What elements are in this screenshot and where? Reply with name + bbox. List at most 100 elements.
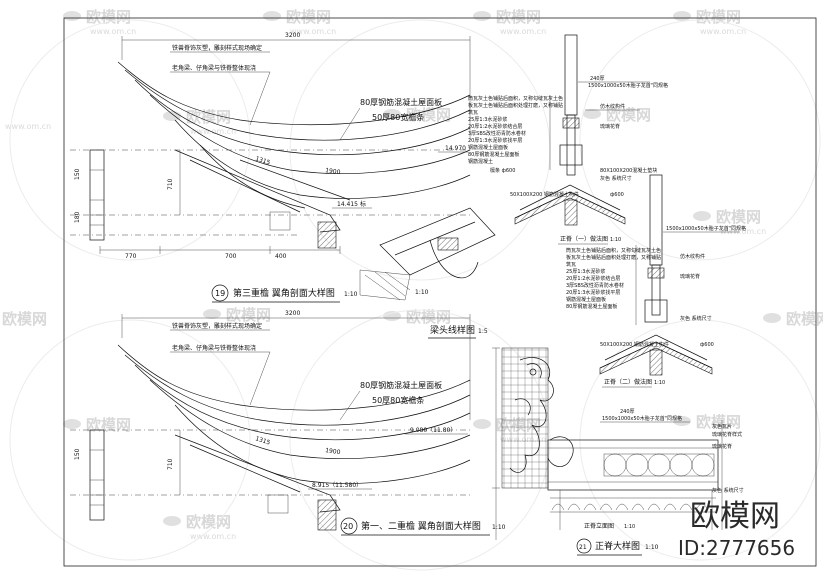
watermark-tile: 欧模网 www.om.cn (163, 513, 236, 541)
svg-text:400: 400 (275, 253, 287, 260)
svg-text:1:10: 1:10 (344, 291, 358, 298)
section-21-title: 正脊大样图 (595, 540, 640, 552)
svg-text:150: 150 (74, 168, 81, 180)
watermark-tile: 欧模网 (63, 416, 131, 434)
svg-text:板瓦灰土色铺贴后面积处理打磨，又称铺贴: 板瓦灰土色铺贴后面积处理打磨，又称铺贴 (566, 254, 661, 261)
dragon-ornament-icon (509, 357, 574, 473)
tile-grid-panel (501, 347, 549, 489)
svg-text:钢筋混凝土屋面板: 钢筋混凝土屋面板 (468, 144, 508, 151)
svg-text:25厚1:3水泥砂浆: 25厚1:3水泥砂浆 (566, 268, 605, 275)
title-circle-20 (340, 517, 358, 535)
note-corner-beam: 老角梁、仔角梁与铁脊整体现浇 (172, 344, 256, 352)
ridge-detail-2-title: 正脊（二）做法图 (604, 378, 652, 386)
svg-text:240厚: 240厚 (620, 409, 635, 415)
svg-text:灰色瓦片: 灰色瓦片 (712, 423, 732, 430)
svg-text:琉璃花脊: 琉璃花脊 (712, 443, 732, 450)
svg-text:筑瓦: 筑瓦 (468, 109, 478, 116)
section-21-drawing: 240厚 1500x1000x50木胎子龙首"同规格 灰色瓦片 琉璃花脊样式 琉… (492, 347, 744, 556)
beam-detail-drawing: 1:10 梁头线样图 1:5 (359, 207, 496, 339)
ridge-mid-left-labels: 筒瓦灰土色铺贴后面积，又称勾缝瓦灰土色 板瓦灰土色铺贴后面积处理打磨，又称铺贴 … (566, 245, 661, 325)
svg-text:80X100X200混凝土垫块: 80X100X200混凝土垫块 (600, 167, 657, 174)
svg-text:ф600: ф600 (610, 192, 624, 198)
svg-text:欧模网: 欧模网 (186, 513, 231, 531)
svg-text:1:5: 1:5 (478, 328, 488, 335)
section-21-right-labels: 灰色瓦片 琉璃花脊样式 琉璃花脊 灰色 系统尺寸 (712, 423, 744, 494)
section-20-drawing: 3200 710 150 铁兽脊饰灰塑，雕刻样式现场确定 老角梁、仔角梁与铁脊整… (70, 310, 506, 536)
svg-text:20: 20 (343, 522, 353, 531)
watermark-tile: 欧模网 www.om.cn (263, 8, 336, 36)
svg-text:www.om.cn: www.om.cn (290, 27, 336, 36)
svg-text:1:10: 1:10 (492, 524, 506, 531)
svg-text:80厚钢筋混凝土屋面板: 80厚钢筋混凝土屋面板 (468, 151, 519, 158)
elevation-9080: 9.080（11.80） (410, 427, 456, 434)
svg-text:琉璃花脊样式: 琉璃花脊样式 (712, 431, 742, 438)
watermark-tile: 欧模网 (203, 306, 271, 324)
svg-text:1:10: 1:10 (415, 289, 429, 296)
svg-text:筑瓦: 筑瓦 (566, 261, 576, 268)
ridge-tile-arcs (550, 490, 716, 530)
watermark-tile: 欧模网 (383, 308, 451, 326)
svg-text:www.om.cn: www.om.cn (90, 27, 136, 36)
svg-text:1500x1000x50木胎子龙首"同规格: 1500x1000x50木胎子龙首"同规格 (602, 415, 682, 422)
ridge-elevation-label: 正脊立面图 (584, 522, 614, 530)
svg-text:50X100X200 钢筋混凝土构件: 50X100X200 钢筋混凝土构件 (600, 341, 669, 348)
svg-text:欧模网: 欧模网 (86, 416, 131, 434)
watermark-tile: 欧模网 (383, 106, 451, 124)
svg-text:欧模网: 欧模网 (286, 8, 331, 26)
note-ridge-decoration: 铁兽脊饰灰塑，雕刻样式现场确定 (172, 44, 262, 52)
svg-text:仿木纹构件: 仿木纹构件 (680, 253, 705, 260)
svg-text:灰色 系统尺寸: 灰色 系统尺寸 (712, 487, 744, 494)
svg-text:1315: 1315 (254, 435, 271, 446)
watermark-tile: 欧模网 www.om.cn (163, 108, 236, 136)
svg-text:50X100X200 钢筋混凝土构件: 50X100X200 钢筋混凝土构件 (510, 191, 579, 198)
svg-text:欧模网: 欧模网 (406, 308, 451, 326)
watermark-tile: 欧模网 www.om.cn (63, 8, 136, 36)
watermark-tile: 欧模网 (673, 413, 741, 431)
svg-text:1:10: 1:10 (624, 524, 635, 530)
svg-text:700: 700 (225, 253, 237, 260)
svg-text:3200: 3200 (285, 310, 300, 317)
svg-text:钢筋混凝土: 钢筋混凝土 (468, 158, 493, 165)
watermark-tile: 欧模网 www.om.cn (673, 8, 746, 36)
watermark-tile: 欧模网 (583, 106, 651, 124)
svg-text:灰色 系统尺寸: 灰色 系统尺寸 (680, 315, 712, 322)
svg-text:欧模网: 欧模网 (86, 8, 131, 26)
svg-text:20厚1:3水泥砂浆找平层: 20厚1:3水泥砂浆找平层 (566, 289, 620, 296)
note-corner-beam: 老角梁、仔角梁与铁脊整体现浇 (172, 64, 256, 72)
svg-text:150: 150 (74, 448, 81, 460)
svg-text:欧模网: 欧模网 (226, 306, 271, 324)
section-19-title: 第三重檐 翼角剖面大样图 (233, 287, 335, 299)
note-roof-slab: 80厚钢筋混凝土屋面板 (360, 380, 442, 390)
elevation-14970: 14.970 (445, 145, 466, 152)
ridge-circle-pattern (603, 453, 715, 477)
svg-text:www.om.cn: www.om.cn (700, 27, 746, 36)
svg-text:欧模网: 欧模网 (696, 413, 741, 431)
svg-text:ф600: ф600 (700, 342, 714, 348)
beam-detail-title: 梁头线样图 (430, 324, 475, 336)
svg-text:770: 770 (125, 253, 137, 260)
brand-stamp-name: 欧模网 (690, 499, 780, 534)
svg-text:180: 180 (74, 211, 81, 223)
ridge-detail-1-title: 正脊（一）做法图 (560, 235, 608, 243)
svg-text:20厚1:3水泥砂浆找平层: 20厚1:3水泥砂浆找平层 (468, 137, 522, 144)
post-profile (89, 149, 105, 241)
section-19-drawing: 3200 710 150 180 7 (70, 32, 471, 303)
svg-text:710: 710 (167, 458, 174, 470)
note-purlin: 50厚80宽檐条 (372, 112, 424, 122)
svg-text:板瓦灰土色铺贴后面积处理打磨，又称铺贴: 板瓦灰土色铺贴后面积处理打磨，又称铺贴 (468, 102, 563, 109)
svg-text:21: 21 (579, 544, 587, 551)
svg-text:仿木纹构件: 仿木纹构件 (600, 103, 625, 110)
svg-text:欧模网: 欧模网 (786, 310, 823, 328)
watermark-layer: 欧模网 www.om.cn 欧模网 www.om.cn 欧模网 www.om.c… (2, 8, 823, 571)
svg-text:1900: 1900 (325, 167, 341, 176)
watermark-tile: 欧模网 (2, 310, 47, 328)
svg-text:欧模网: 欧模网 (496, 8, 541, 26)
svg-text:琉璃花脊: 琉璃花脊 (680, 273, 700, 280)
svg-text:檩条 ф600: 檩条 ф600 (490, 167, 515, 174)
title-circle-21 (576, 538, 592, 554)
svg-text:1:10: 1:10 (645, 544, 659, 551)
svg-text:1:10: 1:10 (610, 237, 621, 243)
svg-text:www.om.cn: www.om.cn (5, 122, 51, 131)
